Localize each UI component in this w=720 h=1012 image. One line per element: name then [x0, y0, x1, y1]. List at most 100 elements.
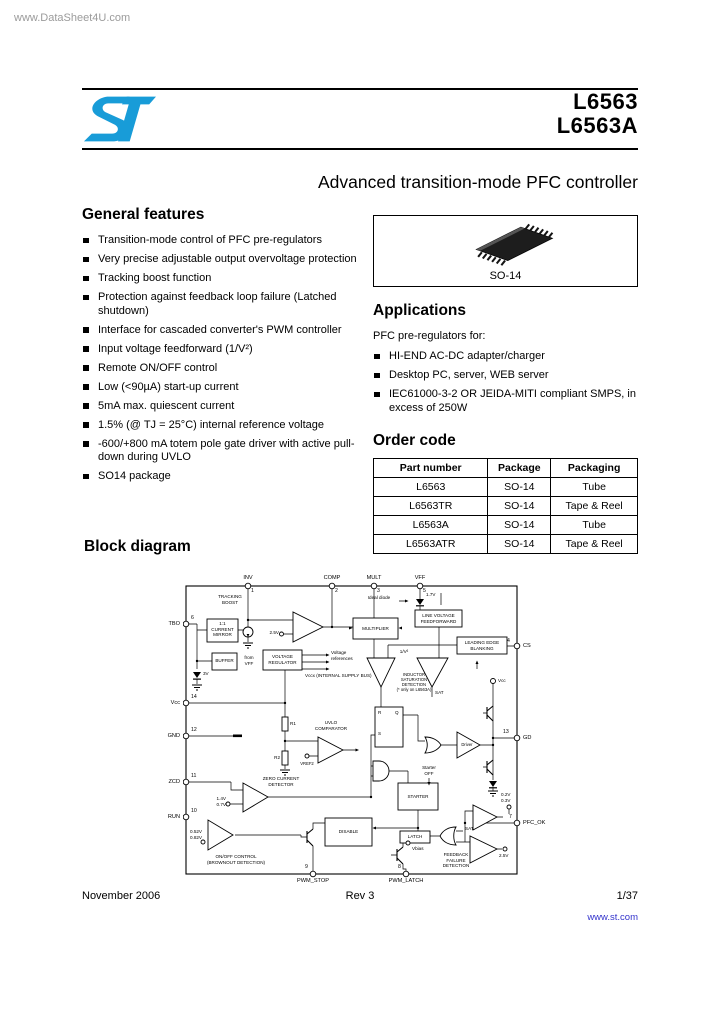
col-part-number: Part number: [372, 458, 489, 478]
diagram-label-sat-detect: INDUCTOR SATURATION DETECTION (* only on…: [396, 672, 432, 693]
diagram-label-2v5-ffd: 2.5V: [499, 853, 509, 858]
pin-num-5: 5: [423, 588, 426, 594]
cell-package: SO-14: [487, 534, 552, 554]
feature-item: -600/+800 mA totem pole gate driver with…: [82, 438, 364, 465]
features-title: General features: [82, 206, 205, 223]
diagram-label-vref2: VREF2: [300, 761, 314, 766]
pin-label-cs: CS: [523, 643, 531, 649]
diagram-label-sat-b: SAT: [465, 826, 474, 831]
diagram-label-line-ff: LINE VOLTAGE FEEDFORWARD: [420, 613, 457, 624]
diagram-label-buffer: BUFFER: [215, 658, 234, 663]
junction-dots: [195, 618, 495, 830]
diagram-label-tracking-boost: TRACKING BOOST: [218, 594, 242, 605]
package-leads: [476, 223, 553, 266]
cell-packaging: Tube: [550, 477, 638, 497]
diagram-label-uvlo: UVLO COMPARATOR: [314, 720, 348, 731]
diodes-and-arrows: [193, 599, 497, 830]
diagram-label-multiplier: MULTIPLIER: [362, 626, 389, 631]
pin-num-4: 4: [507, 638, 510, 644]
block-diagram-title: Block diagram: [84, 538, 191, 555]
st-website-link[interactable]: www.st.com: [587, 912, 638, 923]
pin-label-tbo: TBO: [168, 621, 181, 627]
pin-num-6: 6: [191, 615, 194, 621]
pin-num-9: 9: [305, 864, 308, 870]
diagram-label-2v5-ea: 2.5V: [269, 630, 279, 635]
pin-num-12: 12: [191, 727, 197, 733]
ground-symbols: [192, 642, 498, 797]
cell-package: SO-14: [487, 515, 552, 535]
pin-label-comp: COMP: [323, 575, 341, 581]
order-code-title: Order code: [373, 432, 456, 449]
part-number-2: L6563A: [556, 113, 638, 138]
diagram-label-ffd: FEEDBACK FAILURE DETECTION: [442, 852, 470, 868]
pin-label-mult: MULT: [366, 575, 382, 581]
package-photo-box: SO-14: [373, 215, 638, 287]
col-package: Package: [487, 458, 552, 478]
general-features-section: General features Transition-mode control…: [82, 206, 364, 489]
diagram-label-ideal-diode: Ideal diode: [367, 595, 391, 600]
pin-label-zcd: ZCD: [168, 779, 181, 785]
package-label: SO-14: [489, 270, 522, 282]
cell-packaging: Tube: [550, 515, 638, 535]
small-circles: [200, 631, 512, 852]
footer-date: November 2006: [82, 890, 161, 902]
watermark: www.DataSheet4U.com: [14, 12, 131, 24]
applications-list: HI-END AC-DC adapter/charger Desktop PC,…: [373, 350, 638, 415]
diagram-label-zcd-threshold: 1.4V 0.7V: [216, 796, 226, 807]
feature-item: Transition-mode control of PFC pre-regul…: [82, 234, 364, 248]
page-subtitle: Advanced transition-mode PFC controller: [317, 172, 638, 192]
feature-item: Protection against feedback loop failure…: [82, 291, 364, 318]
pin-num-14: 14: [191, 694, 197, 700]
transistors: [306, 705, 494, 865]
so14-package-image: [474, 223, 553, 266]
feature-item: Low (<90µA) start-up current: [82, 381, 364, 395]
comparators-and-gates: [207, 611, 499, 864]
pin-label-gd: GD: [523, 735, 532, 741]
feature-item: Remote ON/OFF control: [82, 362, 364, 376]
diagram-label-vbias: Vbias: [412, 846, 424, 851]
diagram-label-from-vff: from VFF: [244, 655, 254, 666]
diagram-label-r2: R2: [274, 755, 280, 760]
diagram-label-voltage-references: Voltage references: [331, 650, 353, 661]
applications-intro: PFC pre-regulators for:: [373, 330, 486, 342]
diagram-label-disable: DISABLE: [338, 829, 359, 834]
table-row: L6563ATR SO-14 Tape & Reel: [372, 534, 638, 554]
diagram-label-3v: 3V: [203, 671, 209, 676]
st-logo-graphic: [83, 96, 156, 142]
order-code-table: Part number Package Packaging L6563 SO-1…: [372, 458, 638, 554]
part-numbers: L6563 L6563A: [557, 90, 638, 138]
feature-item: Very precise adjustable output overvolta…: [82, 253, 364, 267]
pin-num-3: 3: [377, 588, 380, 594]
feature-item: SO14 package: [82, 470, 364, 484]
feature-item: Interface for cascaded converter's PWM c…: [82, 324, 364, 338]
pin-label-inv: INV: [243, 575, 253, 581]
table-row: L6563A SO-14 Tube: [372, 515, 638, 535]
pin-circles: [183, 582, 521, 878]
cell-part: L6563ATR: [372, 534, 489, 554]
diagram-label-onoff-threshold: 0.52V 0.82V: [189, 829, 202, 840]
pin-label-gnd: GND: [167, 733, 180, 739]
diagram-label-current-mirror: 1:1 CURRENT MIRROR: [211, 621, 234, 637]
application-item: HI-END AC-DC adapter/charger: [373, 350, 638, 364]
footer-revision: Rev 3: [345, 890, 375, 902]
cell-part: L6563A: [372, 515, 489, 535]
diagram-label-ffd-threshold: 0.2V 0.3V: [501, 792, 511, 803]
pin-label-run: RUN: [167, 814, 180, 820]
pin-num-2: 2: [335, 588, 338, 594]
table-header-row: Part number Package Packaging: [372, 458, 638, 478]
diagram-label-internal-bus: Vccx (INTERNAL SUPPLY BUS): [305, 673, 372, 678]
pin-num-1: 1: [251, 588, 254, 594]
diagram-label-driver: Driver: [461, 742, 473, 747]
diagram-label-sat-a: SAT: [435, 690, 444, 695]
pin-label-pfc-ok: PFC_OK: [523, 820, 546, 826]
diagram-label-ff-q: Q: [395, 710, 399, 715]
blocks: [206, 609, 508, 847]
feature-item: Input voltage feedforward (1/V²): [82, 343, 364, 357]
diagram-label-vcc-int: Vcc: [498, 678, 506, 683]
applications-title: Applications: [373, 302, 467, 319]
features-list: Transition-mode control of PFC pre-regul…: [82, 234, 364, 484]
pin-num-10: 10: [191, 808, 197, 814]
diagram-label-leb: LEADING EDGE BLANKING: [464, 640, 500, 651]
st-logo: [82, 93, 156, 145]
